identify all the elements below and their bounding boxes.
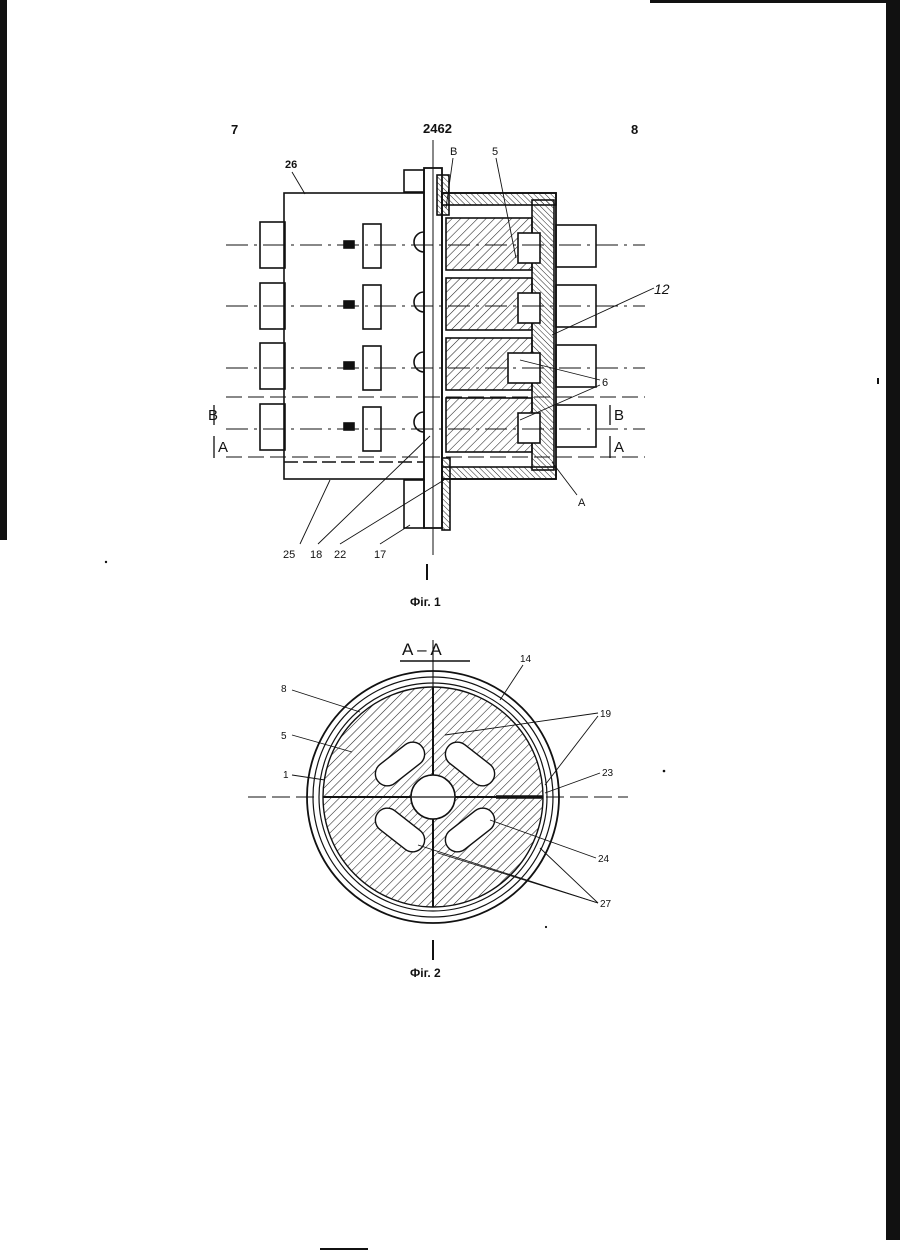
figure-2-drawing xyxy=(248,640,628,960)
callout-5: 5 xyxy=(492,146,498,158)
callout-18: 18 xyxy=(310,549,322,561)
callout-24: 24 xyxy=(598,854,610,865)
callout-8: 8 xyxy=(281,684,287,695)
section-mark-a-right: A xyxy=(614,439,624,456)
callout-25: 25 xyxy=(283,549,295,561)
section-mark-a-left: A xyxy=(218,439,228,456)
section-mark-b-left: B xyxy=(208,407,218,424)
callout-17: 17 xyxy=(374,549,386,561)
callout-27: 27 xyxy=(600,899,612,910)
callout-b: B xyxy=(450,146,457,158)
callout-22: 22 xyxy=(334,549,346,561)
figure-1-drawing xyxy=(214,140,654,580)
callout-a: A xyxy=(578,497,586,509)
section-mark-b-right: B xyxy=(614,407,624,424)
section-title: A – A xyxy=(402,640,442,659)
callout-26: 26 xyxy=(285,159,297,171)
callout-1: 1 xyxy=(283,770,289,781)
callout-6: 6 xyxy=(602,377,608,389)
housing-left xyxy=(284,193,424,479)
figure-2-caption: Фіг. 2 xyxy=(410,966,441,980)
callout-14: 14 xyxy=(520,654,532,665)
figure-1-caption: Фіг. 1 xyxy=(410,595,441,609)
callout-19: 19 xyxy=(600,709,612,720)
callout-23: 23 xyxy=(602,768,614,779)
callout-12: 12 xyxy=(654,281,670,297)
callout-5-fig2: 5 xyxy=(281,731,287,742)
